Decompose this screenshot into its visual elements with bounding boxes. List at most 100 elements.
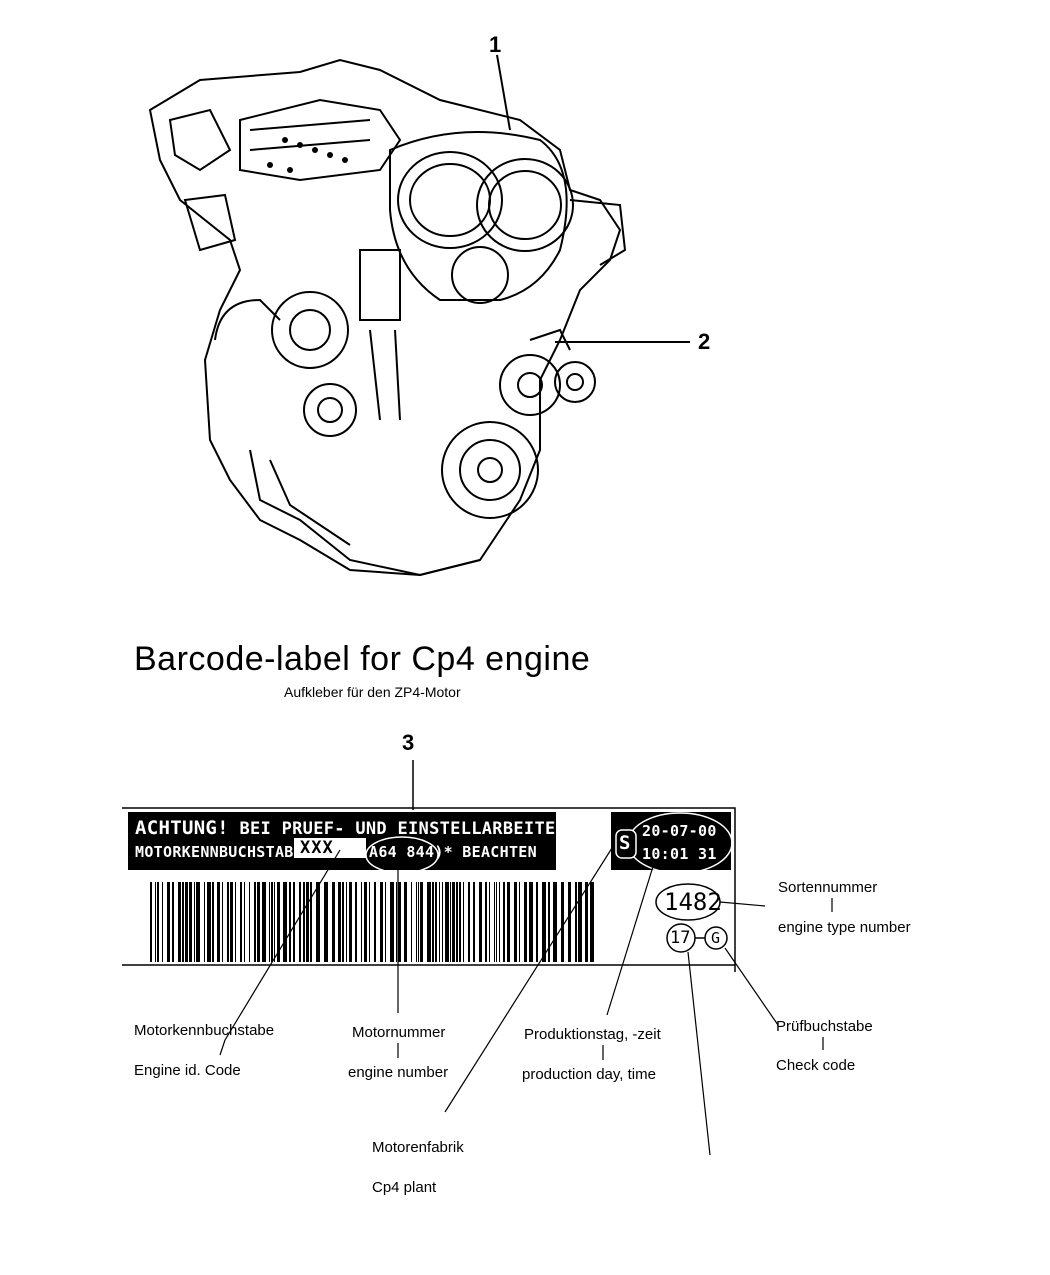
barcode-bar bbox=[442, 882, 443, 962]
barcode-bar bbox=[519, 882, 520, 962]
barcode-bar bbox=[514, 882, 517, 962]
warning-bold: ACHTUNG! bbox=[135, 817, 229, 839]
barcode-bar bbox=[150, 882, 152, 962]
barcode-bar bbox=[222, 882, 223, 962]
barcode-bar bbox=[374, 882, 376, 962]
barcode-bar bbox=[189, 882, 192, 962]
barcode-bar bbox=[459, 882, 461, 962]
callout-1-leader bbox=[496, 54, 511, 131]
barcode bbox=[150, 882, 594, 962]
callout-1: 1 bbox=[489, 32, 502, 57]
barcode-bar bbox=[468, 882, 470, 962]
barcode-bar bbox=[496, 882, 497, 962]
barcode-bar bbox=[568, 882, 571, 962]
barcode-bar bbox=[450, 882, 451, 962]
barcode-bar bbox=[398, 882, 401, 962]
barcode-bar bbox=[349, 882, 352, 962]
barcode-bar bbox=[240, 882, 242, 962]
barcode-bar bbox=[585, 882, 588, 962]
leader-type-number bbox=[719, 901, 766, 907]
leader-check-number bbox=[687, 951, 711, 1156]
barcode-bar bbox=[303, 882, 305, 962]
barcode-bar bbox=[396, 882, 397, 962]
barcode-bar bbox=[283, 882, 287, 962]
plant-label-de: Motorenfabrik bbox=[372, 1139, 464, 1156]
plant-label-en: Cp4 plant bbox=[372, 1179, 437, 1196]
barcode-bar bbox=[207, 882, 211, 962]
leader-check-code bbox=[724, 947, 779, 1026]
page-subtitle: Aufkleber für den ZP4-Motor bbox=[284, 684, 461, 700]
barcode-bar bbox=[346, 882, 347, 962]
barcode-bar bbox=[463, 882, 464, 962]
barcode-bar bbox=[185, 882, 188, 962]
type-number: 1482 bbox=[664, 888, 722, 916]
barcode-bar bbox=[473, 882, 475, 962]
warning-line-1: ACHTUNG! BEI PRUEF- UND EINSTELLARBEITEN bbox=[135, 817, 566, 839]
leader-production bbox=[606, 859, 656, 1016]
warning-line-2-left: MOTORKENNBUCHSTAB bbox=[135, 843, 294, 861]
barcode-bar bbox=[420, 882, 423, 962]
barcode-bar bbox=[269, 882, 270, 962]
engine-number-label-de: Motornummer bbox=[352, 1024, 446, 1041]
barcode-bar bbox=[385, 882, 386, 962]
engine-id-label-en: Engine id. Code bbox=[134, 1062, 241, 1079]
barcode-bar bbox=[575, 882, 577, 962]
barcode-bar bbox=[542, 882, 546, 962]
barcode-bar bbox=[289, 882, 291, 962]
barcode-bar bbox=[271, 882, 273, 962]
barcode-bar bbox=[257, 882, 260, 962]
production-time: 10:01 31 bbox=[642, 845, 717, 863]
barcode-bar bbox=[548, 882, 550, 962]
callout-2: 2 bbox=[698, 329, 711, 354]
barcode-bar bbox=[390, 882, 394, 962]
barcode-bar bbox=[217, 882, 220, 962]
barcode-bar bbox=[299, 882, 301, 962]
engine-code: XXX bbox=[300, 838, 334, 858]
barcode-bar bbox=[230, 882, 233, 962]
barcode-bar bbox=[427, 882, 431, 962]
engine-illustration bbox=[148, 54, 690, 577]
check-code-label-en: Check code bbox=[776, 1057, 856, 1074]
barcode-bar bbox=[342, 882, 344, 962]
check-number: 17 bbox=[670, 928, 691, 948]
barcode-bar bbox=[204, 882, 205, 962]
plant-letter: S bbox=[619, 832, 631, 854]
barcode-bar bbox=[277, 882, 280, 962]
barcode-bar bbox=[439, 882, 440, 962]
barcode-bar bbox=[485, 882, 487, 962]
barcode-bar bbox=[249, 882, 250, 962]
barcode-bar bbox=[355, 882, 357, 962]
barcode-bar bbox=[196, 882, 200, 962]
barcode-bar bbox=[162, 882, 163, 962]
barcode-bar bbox=[332, 882, 335, 962]
barcode-bar bbox=[369, 882, 370, 962]
barcode-bar bbox=[262, 882, 266, 962]
production-label-en: production day, time bbox=[522, 1066, 656, 1083]
barcode-bar bbox=[324, 882, 328, 962]
barcode-bar bbox=[494, 882, 495, 962]
barcode-bar bbox=[479, 882, 482, 962]
barcode-bar bbox=[503, 882, 505, 962]
barcode-bar bbox=[155, 882, 156, 962]
barcode-bar bbox=[244, 882, 245, 962]
engine-id-label-de: Motorkennbuchstabe bbox=[134, 1022, 275, 1039]
barcode-bar bbox=[182, 882, 184, 962]
type-number-label-de: Sortennummer bbox=[778, 879, 878, 896]
barcode-bar bbox=[561, 882, 564, 962]
check-letter: G bbox=[711, 929, 721, 947]
barcode-bar bbox=[316, 882, 320, 962]
barcode-bar bbox=[212, 882, 214, 962]
barcode-bar bbox=[578, 882, 582, 962]
production-date: 20-07-00 bbox=[642, 822, 717, 840]
page-title: Barcode-label for Cp4 engine bbox=[134, 640, 591, 678]
barcode-bar bbox=[590, 882, 594, 962]
warning-line-1-text: BEI PRUEF- UND EINSTELLARBEITEN bbox=[239, 819, 567, 839]
barcode-bar bbox=[172, 882, 174, 962]
barcode-bar bbox=[445, 882, 449, 962]
barcode-bar bbox=[524, 882, 527, 962]
callout-3: 3 bbox=[402, 730, 415, 755]
warning-line-2-right: A64 844)* BEACHTEN bbox=[369, 843, 537, 861]
barcode-bar bbox=[507, 882, 510, 962]
barcode-bar bbox=[489, 882, 490, 962]
barcode-bar bbox=[194, 882, 195, 962]
